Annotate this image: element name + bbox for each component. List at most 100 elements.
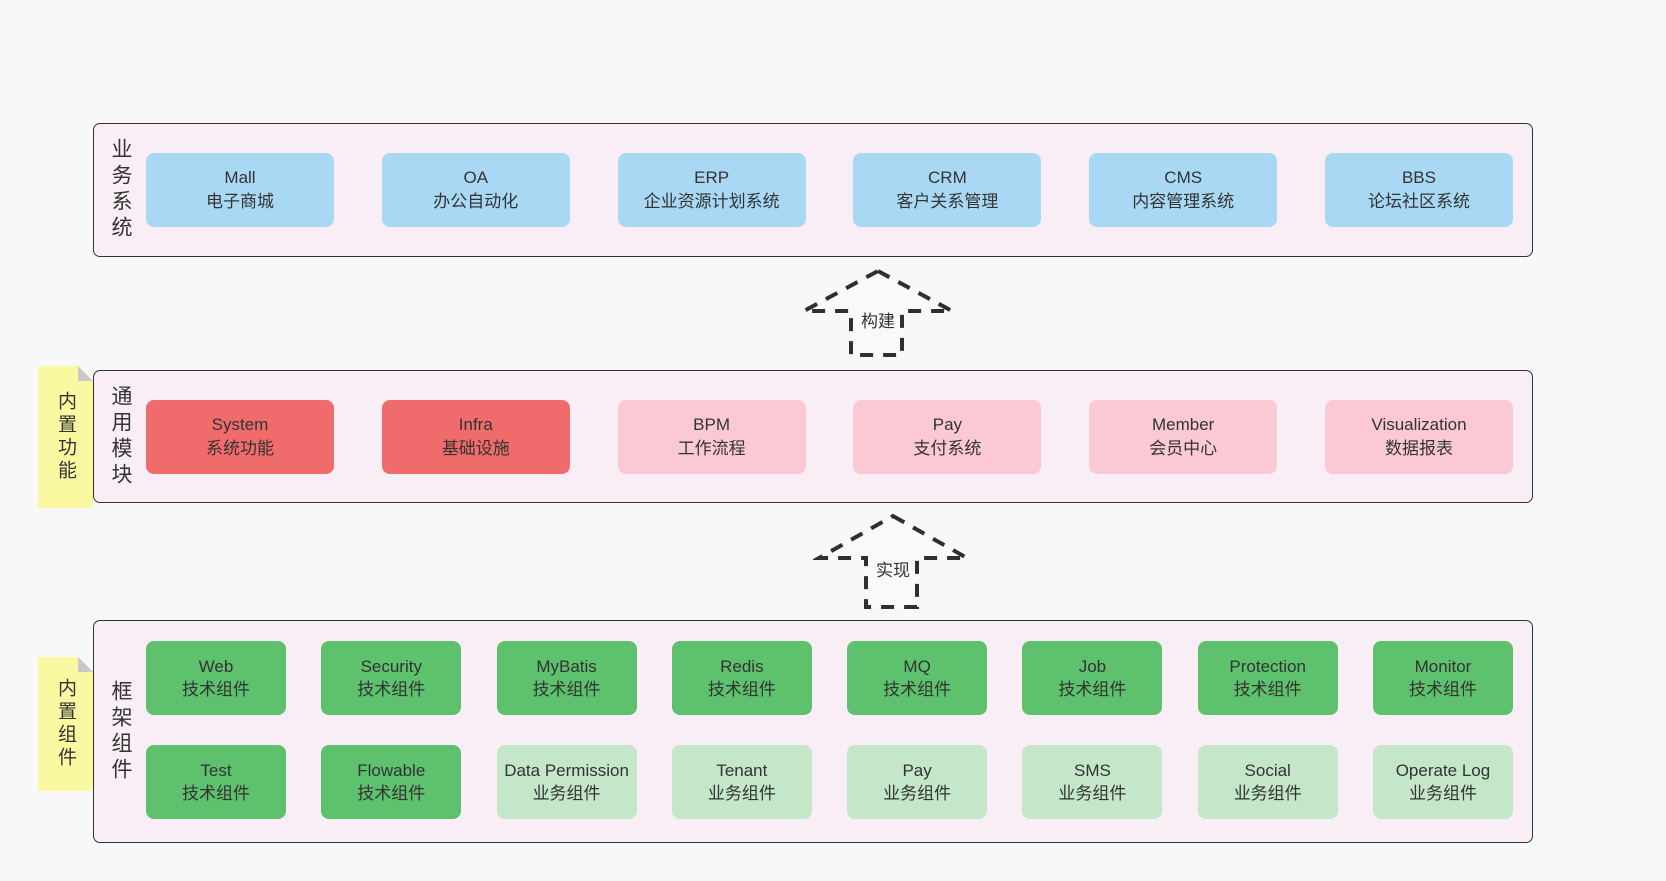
box-title: Pay [902, 761, 932, 780]
box-subtitle: 技术组件 [532, 680, 601, 699]
box-title: CMS [1164, 168, 1203, 187]
box-title: Infra [458, 414, 493, 434]
box-redis: Redis 技术组件 [671, 641, 812, 715]
box-title: ERP [694, 168, 730, 187]
box-subtitle: 技术组件 [1408, 680, 1477, 699]
box-pay-business: Pay 业务组件 [847, 745, 988, 819]
box-mall: Mall 电子商城 [146, 153, 334, 227]
business-box-row: Mall 电子商城 OA 办公自动化 ERP 企业资源计划系统 CRM 客户关系… [146, 153, 1513, 227]
box-subtitle: 技术组件 [1233, 680, 1302, 699]
box-subtitle: 业务组件 [883, 784, 952, 803]
box-subtitle: 技术组件 [1058, 680, 1127, 699]
box-subtitle: 办公自动化 [433, 192, 519, 211]
box-subtitle: 支付系统 [913, 438, 982, 458]
box-title: Operate Log [1395, 761, 1491, 780]
box-title: System [211, 414, 269, 434]
box-subtitle: 技术组件 [182, 784, 250, 803]
box-title: Social [1244, 761, 1291, 780]
box-title: Mall [224, 168, 256, 187]
box-title: OA [463, 168, 489, 187]
box-title: Monitor [1414, 657, 1472, 676]
box-mq: MQ 技术组件 [847, 641, 988, 715]
box-subtitle: 业务组件 [1408, 784, 1477, 803]
box-crm: CRM 客户关系管理 [853, 153, 1042, 227]
arrow-label: 实现 [873, 556, 913, 581]
box-erp: ERP 企业资源计划系统 [617, 153, 806, 227]
arrow-implement: 实现 [813, 508, 973, 612]
box-subtitle: 工作流程 [677, 438, 746, 458]
box-subtitle: 技术组件 [707, 680, 776, 699]
component-box-row-1: Web 技术组件 Security 技术组件 MyBatis 技术组件 Redi… [146, 641, 1513, 715]
box-infra: Infra 基础设施 [381, 399, 570, 474]
box-system: System 系统功能 [146, 399, 334, 474]
box-subtitle: 电子商城 [206, 192, 274, 211]
box-test: Test 技术组件 [146, 745, 286, 819]
box-monitor: Monitor 技术组件 [1372, 641, 1513, 715]
box-protection: Protection 技术组件 [1197, 641, 1338, 715]
component-box-row-2: Test 技术组件 Flowable 技术组件 Data Permission … [146, 745, 1513, 819]
arrow-label: 构建 [858, 307, 898, 332]
box-title: Test [200, 761, 232, 780]
box-sms: SMS 业务组件 [1022, 745, 1163, 819]
box-title: Redis [720, 657, 764, 676]
box-title: Job [1078, 657, 1107, 676]
box-subtitle: 会员中心 [1149, 438, 1218, 458]
box-visualization: Visualization 数据报表 [1324, 399, 1513, 474]
box-subtitle: 技术组件 [357, 784, 426, 803]
box-data-permission: Data Permission 业务组件 [496, 745, 637, 819]
box-cms: CMS 内容管理系统 [1089, 153, 1278, 227]
box-title: Security [360, 657, 422, 676]
arrow-build: 构建 [798, 263, 958, 363]
module-box-row: System 系统功能 Infra 基础设施 BPM 工作流程 Pay 支付系统… [146, 399, 1513, 474]
box-pay: Pay 支付系统 [853, 399, 1042, 474]
box-title: Pay [932, 414, 963, 434]
box-subtitle: 内容管理系统 [1132, 192, 1235, 211]
box-operate-log: Operate Log 业务组件 [1372, 745, 1513, 819]
box-title: SMS [1073, 761, 1111, 780]
box-subtitle: 业务组件 [707, 784, 776, 803]
box-job: Job 技术组件 [1022, 641, 1163, 715]
box-subtitle: 基础设施 [441, 438, 510, 458]
box-subtitle: 业务组件 [532, 784, 601, 803]
box-title: BBS [1401, 168, 1436, 187]
box-security: Security 技术组件 [321, 641, 462, 715]
box-oa: OA 办公自动化 [381, 153, 570, 227]
sticky-note-built-in-features: 内置功能 [38, 366, 93, 508]
box-subtitle: 技术组件 [357, 680, 426, 699]
band-label-modules: 通用模块 [109, 384, 132, 489]
box-subtitle: 业务组件 [1233, 784, 1302, 803]
note-label: 内置功能 [55, 391, 76, 483]
box-title: MQ [903, 657, 931, 676]
box-subtitle: 技术组件 [883, 680, 952, 699]
box-subtitle: 技术组件 [182, 680, 250, 699]
box-subtitle: 系统功能 [206, 438, 274, 458]
box-subtitle: 数据报表 [1384, 438, 1453, 458]
band-business-systems: 业务系统 Mall 电子商城 OA 办公自动化 ERP 企业资源计划系统 CRM… [93, 123, 1533, 257]
box-title: Protection [1229, 657, 1306, 676]
band-framework-components: 内置组件 框架组件 Web 技术组件 Security 技术组件 MyBatis… [38, 620, 1533, 843]
box-member: Member 会员中心 [1089, 399, 1278, 474]
band-label-business: 业务系统 [109, 138, 132, 242]
box-mybatis: MyBatis 技术组件 [496, 641, 637, 715]
box-title: Data Permission [504, 761, 629, 780]
box-social: Social 业务组件 [1197, 745, 1338, 819]
box-title: MyBatis [536, 657, 597, 676]
box-subtitle: 客户关系管理 [896, 192, 999, 211]
band-common-modules: 内置功能 通用模块 System 系统功能 Infra 基础设施 BPM 工作流… [38, 366, 1533, 508]
box-bpm: BPM 工作流程 [617, 399, 806, 474]
box-tenant: Tenant 业务组件 [671, 745, 812, 819]
box-bbs: BBS 论坛社区系统 [1324, 153, 1513, 227]
box-title: Tenant [716, 761, 768, 780]
box-subtitle: 论坛社区系统 [1367, 192, 1470, 211]
box-web: Web 技术组件 [146, 641, 286, 715]
box-subtitle: 业务组件 [1058, 784, 1127, 803]
box-title: Web [198, 657, 234, 676]
band-label-components: 框架组件 [109, 679, 132, 784]
box-title: CRM [928, 168, 967, 187]
box-title: Flowable [357, 761, 426, 780]
note-label: 内置组件 [55, 678, 76, 770]
box-subtitle: 企业资源计划系统 [643, 192, 780, 211]
box-title: Visualization [1371, 414, 1467, 434]
sticky-note-built-in-components: 内置组件 [38, 657, 93, 791]
